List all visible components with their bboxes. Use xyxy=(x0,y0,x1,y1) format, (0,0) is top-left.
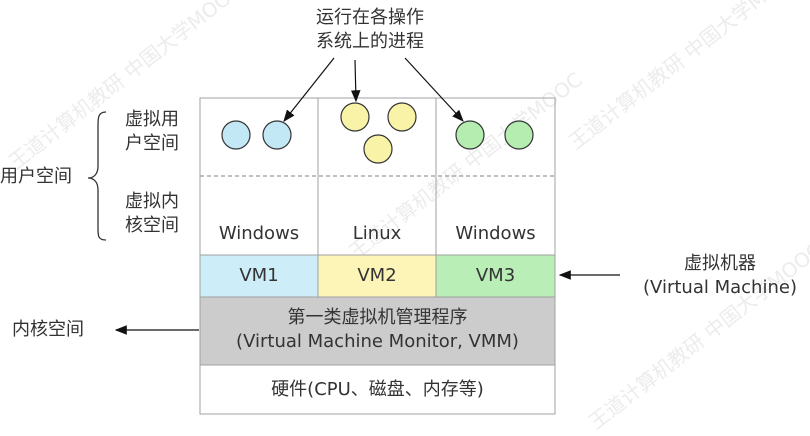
arrow-to-vm1-process xyxy=(283,57,335,122)
hypervisor-block xyxy=(199,296,556,366)
kernel-space-label: 内核空间 xyxy=(12,319,84,340)
virtual-machine-line1: 虚拟机器 xyxy=(684,253,756,274)
arrow-to-vm2-process xyxy=(350,59,361,103)
processes-label-line2: 系统上的进程 xyxy=(316,31,424,52)
virtual-kernel-space-label: 虚拟内 核空间 xyxy=(112,190,192,238)
virtual-kernel-space-line1: 虚拟内 xyxy=(125,191,179,212)
vm1-block xyxy=(199,254,319,298)
virtual-user-space-line2: 户空间 xyxy=(125,133,179,154)
virtual-user-space-line1: 虚拟用 xyxy=(125,109,179,130)
user-space-label: 用户空间 xyxy=(0,166,72,187)
virtual-machine-label: 虚拟机器 (Virtual Machine) xyxy=(630,252,810,300)
process-circle xyxy=(455,120,485,150)
processes-label: 运行在各操作 系统上的进程 xyxy=(290,6,450,54)
virtual-machine-line2: (Virtual Machine) xyxy=(643,277,797,298)
process-circle xyxy=(504,120,534,150)
arrow-to-vm3-process xyxy=(404,57,464,122)
hypervisor-line1: 第一类虚拟机管理程序 xyxy=(287,307,468,328)
processes-label-line1: 运行在各操作 xyxy=(316,7,424,28)
hypervisor-label: 第一类虚拟机管理程序 (Virtual Machine Monitor, VMM… xyxy=(200,306,555,354)
vm-label: VM3 xyxy=(475,265,516,286)
hardware-label: 硬件(CPU、磁盘、内存等) xyxy=(271,379,484,400)
process-circle xyxy=(340,102,370,132)
virtual-user-space-label: 虚拟用 户空间 xyxy=(112,108,192,156)
hardware-block xyxy=(199,364,556,415)
guest-os-name: Windows xyxy=(218,223,300,244)
vm-label: VM2 xyxy=(357,265,397,286)
user-space-brace xyxy=(87,111,107,241)
process-circle xyxy=(363,134,393,164)
vm-label: VM1 xyxy=(239,265,279,286)
process-circle xyxy=(262,120,292,150)
guest-os-name: Linux xyxy=(352,223,402,244)
process-circle xyxy=(387,102,417,132)
process-circle xyxy=(221,120,251,150)
hypervisor-line2: (Virtual Machine Monitor, VMM) xyxy=(236,331,519,352)
vm2-block xyxy=(317,254,437,298)
virtual-kernel-space-line2: 核空间 xyxy=(125,215,179,236)
guest-os-name: Windows xyxy=(455,223,536,244)
vm3-block xyxy=(435,254,556,298)
